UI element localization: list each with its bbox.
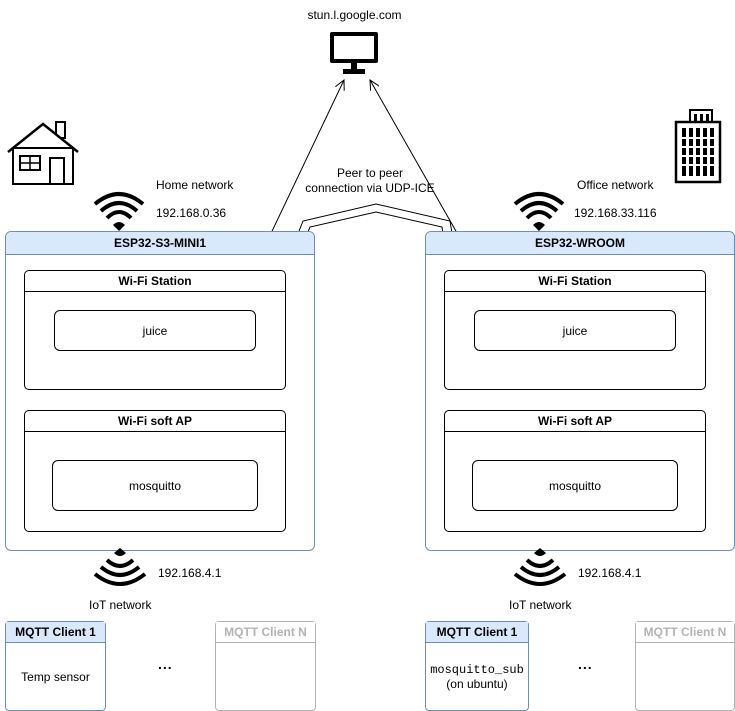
left-mosquitto-process: mosquitto: [52, 460, 258, 511]
right-juice-process: juice: [474, 310, 676, 351]
client-body-command: mosquitto_sub: [430, 662, 524, 677]
office-network-label: Office network: [577, 178, 654, 192]
lane-title: Wi-Fi soft AP: [25, 411, 285, 432]
left-juice-process: juice: [54, 310, 256, 351]
home-network-ip: 192.168.0.36: [156, 206, 227, 220]
lane-title: Wi-Fi Station: [445, 271, 705, 292]
left-mqtt-client-n: MQTT Client N: [215, 621, 316, 711]
right-iot-label: IoT network: [509, 598, 572, 612]
client-title: MQTT Client 1: [426, 622, 528, 643]
office-network-ip: 192.168.33.116: [574, 206, 657, 220]
right-clients-ellipsis: ...: [578, 656, 593, 672]
stun-server-label: stun.l.google.com: [307, 8, 402, 22]
device-title: ESP32-S3-MINI1: [6, 232, 314, 255]
left-clients-ellipsis: ...: [158, 656, 173, 672]
wifi-icon-office: [512, 188, 566, 232]
device-title: ESP32-WROOM: [426, 232, 734, 255]
client-body-note: (on ubuntu): [446, 676, 508, 691]
lane-title: Wi-Fi Station: [25, 271, 285, 292]
left-iot-ip: 192.168.4.1: [158, 566, 222, 580]
left-mqtt-client-1: MQTT Client 1 Temp sensor: [5, 621, 106, 711]
left-iot-label: IoT network: [89, 598, 152, 612]
client-body-text: Temp sensor: [21, 669, 90, 684]
monitor-icon: [328, 30, 380, 76]
right-iot-ip: 192.168.4.1: [578, 566, 642, 580]
wifi-icon-home: [92, 188, 146, 232]
p2p-label: Peer to peer connection via UDP-ICE: [290, 166, 450, 196]
wifi-icon-iot-right: [512, 548, 568, 590]
p2p-label-line2: connection via UDP-ICE: [305, 181, 435, 195]
right-mqtt-client-n: MQTT Client N: [635, 621, 735, 711]
office-building-icon: [672, 108, 724, 184]
client-title: MQTT Client N: [636, 622, 734, 643]
p2p-label-line1: Peer to peer: [336, 166, 404, 180]
house-icon: [6, 120, 81, 186]
right-mqtt-client-1: MQTT Client 1 mosquitto_sub (on ubuntu): [425, 621, 529, 711]
client-title: MQTT Client 1: [6, 622, 105, 643]
lane-title: Wi-Fi soft AP: [445, 411, 705, 432]
home-network-label: Home network: [156, 178, 234, 192]
right-mosquitto-process: mosquitto: [472, 460, 678, 511]
client-title: MQTT Client N: [216, 622, 315, 643]
wifi-icon-iot-left: [92, 548, 148, 590]
